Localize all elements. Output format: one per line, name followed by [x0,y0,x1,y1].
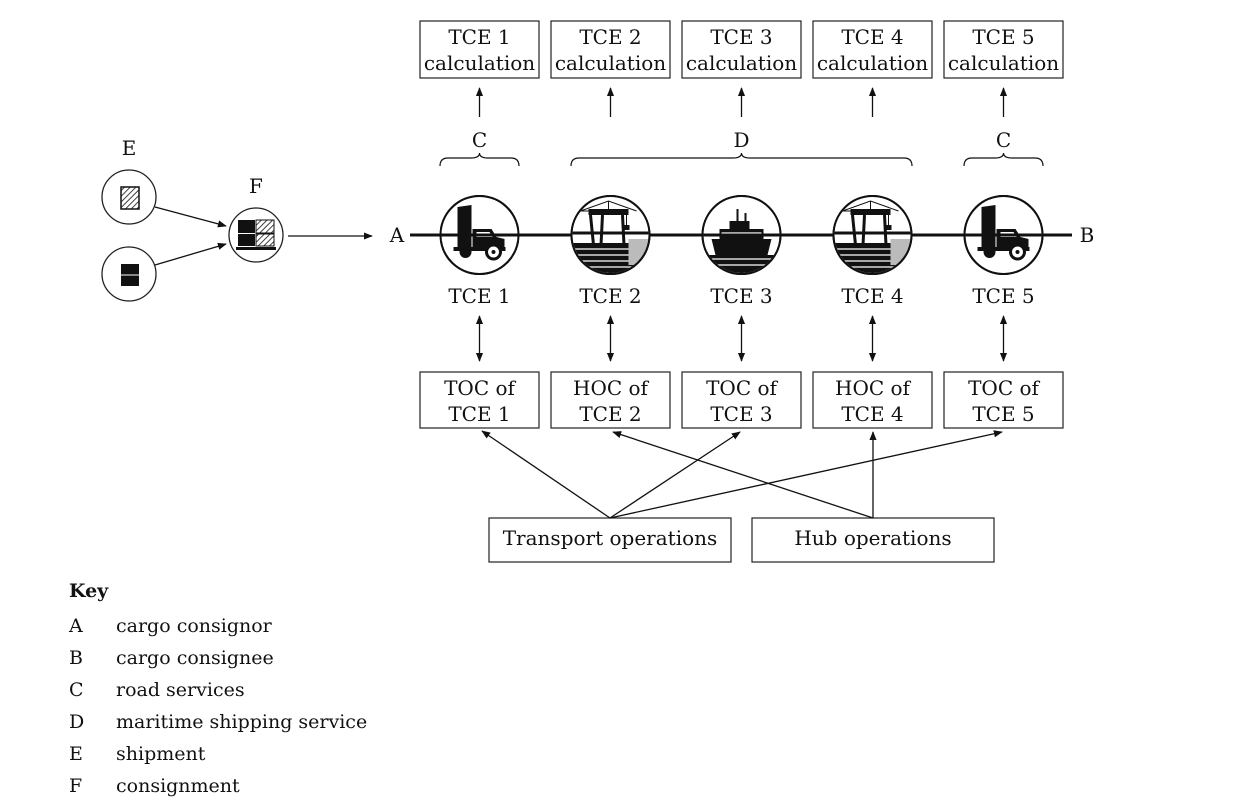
calculation-boxes: TCE 1 calculation TCE 2 calculation TCE … [419,20,1064,79]
tce-label: TCE 2 [579,284,641,308]
op-box-title: HOC of [835,376,912,400]
operation-arrows [481,430,1003,519]
calc-arrows [475,87,1008,117]
op-box-tce3: TOC of TCE 3 [681,371,802,429]
arrow-to-consignment [154,242,227,266]
pallet-icon [236,219,276,250]
calc-box-tce4: TCE 4 calculation [812,20,933,79]
label-c-right: C [996,128,1011,152]
label-c-left: C [472,128,487,152]
op-box-subtitle: TCE 1 [448,402,510,426]
key-legend: Key A cargo consignor B cargo consignee … [69,578,469,802]
brace-maritime [570,152,913,167]
label-b: B [1080,223,1095,247]
op-box-subtitle: TCE 2 [579,402,641,426]
key-title: Key [69,580,109,602]
op-box-title: TOC of [968,376,1040,400]
op-box-subtitle: TCE 4 [841,402,903,426]
operations-sources: Transport operations Hub operations [488,517,995,563]
calc-box-subtitle: calculation [817,51,928,75]
tce-node-3 [701,195,782,275]
hatched-package-icon [120,186,140,210]
key-letter: B [69,647,83,669]
calc-box-subtitle: calculation [424,51,535,75]
key-letter: A [69,615,83,637]
tce-nodes: TCE 1 TCE 2 TCE 3 TCE 4 TCE 5 [438,195,1044,308]
calc-box-title: TCE 2 [579,25,641,49]
key-description: shipment [116,743,206,765]
tce-node-1 [438,195,521,275]
op-box-subtitle: TCE 3 [710,402,772,426]
transport-operations-label: Transport operations [503,526,718,550]
brace-road-right [963,152,1044,167]
key-description: consignment [116,775,240,797]
calc-box-tce1: TCE 1 calculation [419,20,540,79]
key-description: road services [116,679,245,701]
op-box-title: TOC of [444,376,516,400]
key-letter: C [69,679,84,701]
arrow-transport-to-toc3 [609,431,741,519]
arrow-transport-to-toc1 [481,430,611,519]
calc-box-subtitle: calculation [686,51,797,75]
key-letter: E [69,743,83,765]
key-letter: D [69,711,85,733]
calc-box-title: TCE 5 [972,25,1034,49]
calc-box-subtitle: calculation [948,51,1059,75]
op-box-tce1: TOC of TCE 1 [419,371,540,429]
calc-box-title: TCE 3 [710,25,772,49]
label-e: E [122,136,137,160]
key-row: E shipment [69,738,469,770]
tce-label: TCE 4 [841,284,903,308]
calc-box-subtitle: calculation [555,51,666,75]
tce-node-5 [963,195,1044,275]
calc-box-tce2: TCE 2 calculation [550,20,671,79]
label-f: F [249,174,263,198]
key-description: cargo consignor [116,615,272,637]
calc-box-title: TCE 1 [448,25,510,49]
tce-label: TCE 1 [448,284,510,308]
key-row: A cargo consignor [69,610,469,642]
key-description: maritime shipping service [116,711,368,733]
hub-operations-label: Hub operations [794,526,951,550]
key-description: cargo consignee [116,647,274,669]
op-box-title: HOC of [573,376,650,400]
op-box-subtitle: TCE 5 [972,402,1034,426]
op-box-tce4: HOC of TCE 4 [812,371,933,429]
calc-box-tce5: TCE 5 calculation [943,20,1064,79]
key-row: D maritime shipping service [69,706,469,738]
double-arrows [475,315,1008,362]
brace-road-left [439,152,520,167]
tce-label: TCE 5 [972,284,1034,308]
op-box-title: TOC of [706,376,778,400]
key-row: F consignment [69,770,469,802]
calc-box-title: TCE 4 [841,25,903,49]
tce-label: TCE 3 [710,284,772,308]
label-d: D [733,128,749,152]
calc-box-tce3: TCE 3 calculation [681,20,802,79]
tce-node-2 [570,195,651,275]
arrow-to-consignment [154,206,227,228]
hub-operations-box [751,517,995,563]
key-row: C road services [69,674,469,706]
braces: C D C [439,128,1044,167]
tce-node-4 [832,195,913,275]
label-a: A [389,223,405,247]
op-box-tce2: HOC of TCE 2 [550,371,671,429]
arrow-transport-to-toc5 [609,430,1003,519]
shipments: E [101,136,157,302]
arrow-hub-to-hoc2 [612,431,874,519]
key-row: B cargo consignee [69,642,469,674]
key-letter: F [69,775,83,797]
consignment: F [154,174,373,266]
op-box-tce5: TOC of TCE 5 [943,371,1064,429]
operation-boxes: TOC of TCE 1 HOC of TCE 2 TOC of TCE 3 H… [419,371,1064,429]
